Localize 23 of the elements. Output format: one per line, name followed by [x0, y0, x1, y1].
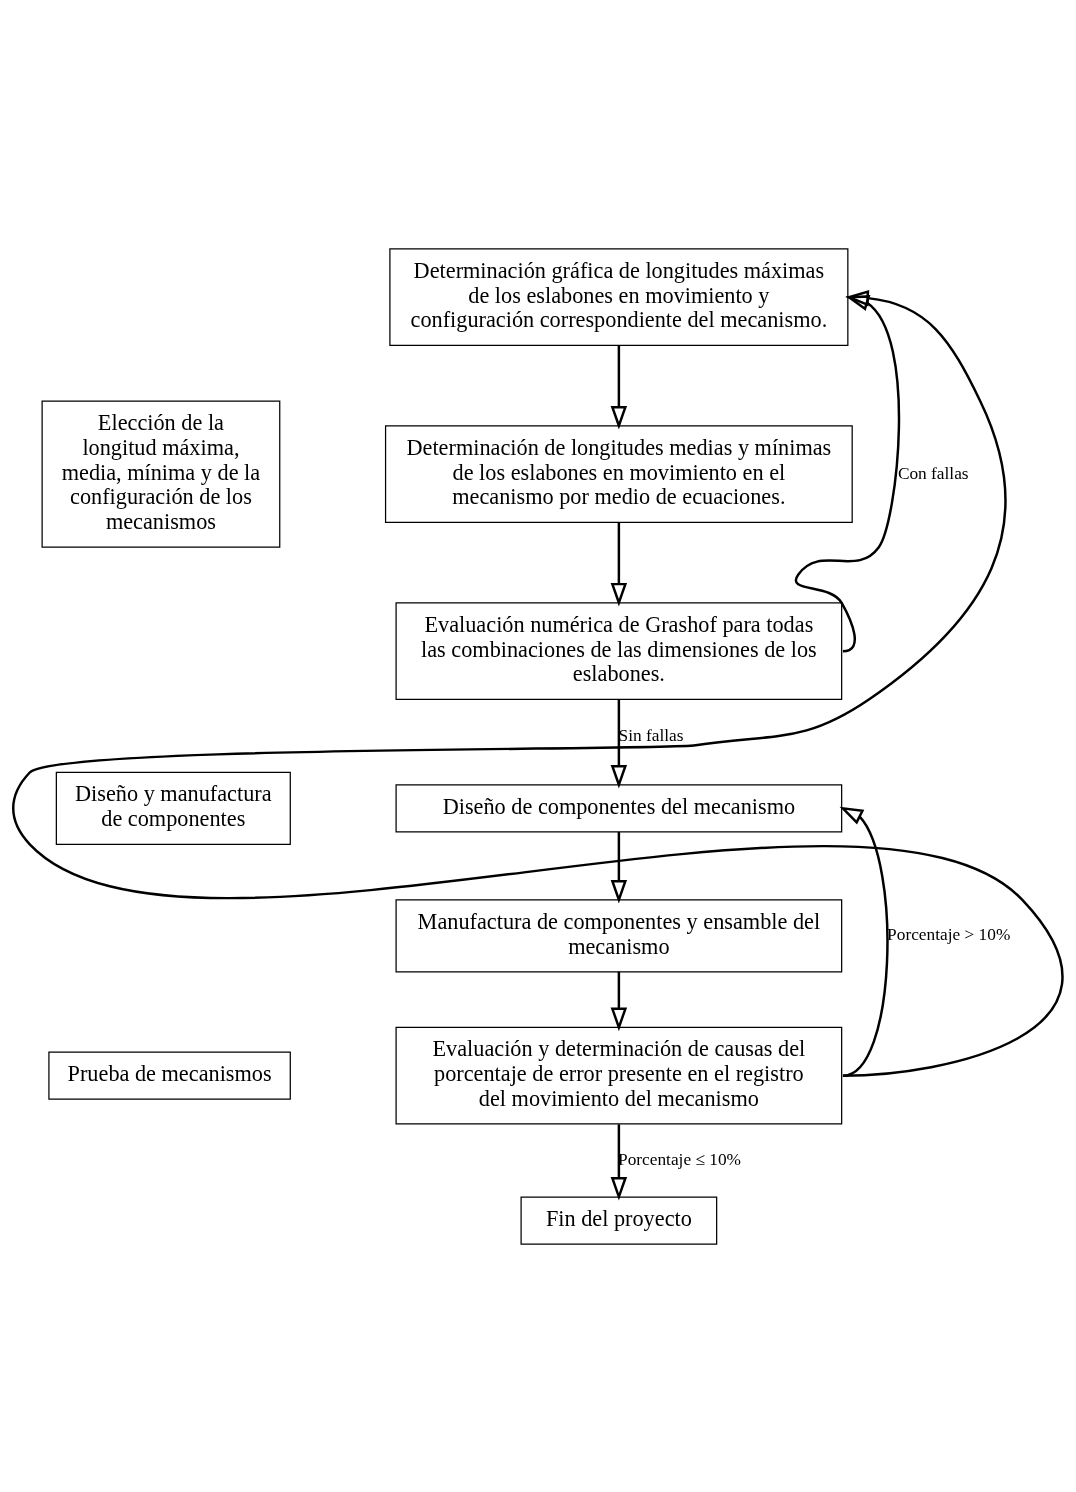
arrow [610, 699, 628, 788]
node-box: Determinación de longitudes medias y mínimas de los eslabones en movimiento en el mecanismo por medio de ecuaciones. [384, 424, 853, 523]
node-box: Elección de la longitud máxima, media, mínima y de la configuración de los mecanismos [41, 400, 281, 548]
edge-label: Con fallas [897, 463, 969, 483]
arrow [839, 806, 889, 1077]
node-box: Diseño y manufactura de componentes [55, 771, 291, 845]
node-box: Fin del proyecto [520, 1195, 718, 1245]
node-box: Prueba de mecanismos [48, 1051, 291, 1100]
arrow [610, 345, 628, 429]
edge-label: Sin fallas [618, 725, 684, 745]
node-box: Diseño de componentes del mecanismo [395, 783, 843, 832]
node-box: Evaluación numérica de Grashof para todas las combinaciones de las dimensiones de los eslabones. [395, 601, 843, 700]
arrow [610, 1123, 628, 1201]
node-box: Evaluación y determinación de causas del porcentaje de error presente en el registro del movimiento del mecanismo [395, 1026, 843, 1125]
arrow [610, 522, 628, 606]
node-box: Manufactura de componentes y ensamble del mecanismo [395, 898, 843, 972]
arrow [794, 294, 901, 652]
arrow [610, 831, 628, 903]
edge-label: Porcentaje > 10% [887, 924, 1011, 944]
node-box: Determinación gráfica de longitudes máximas de los eslabones en movimiento y configuración correspondiente del mecanismo. [389, 247, 849, 346]
edge-label: Porcentaje ≤ 10% [618, 1149, 742, 1169]
arrow [610, 971, 628, 1031]
arrow [14, 289, 1063, 1077]
